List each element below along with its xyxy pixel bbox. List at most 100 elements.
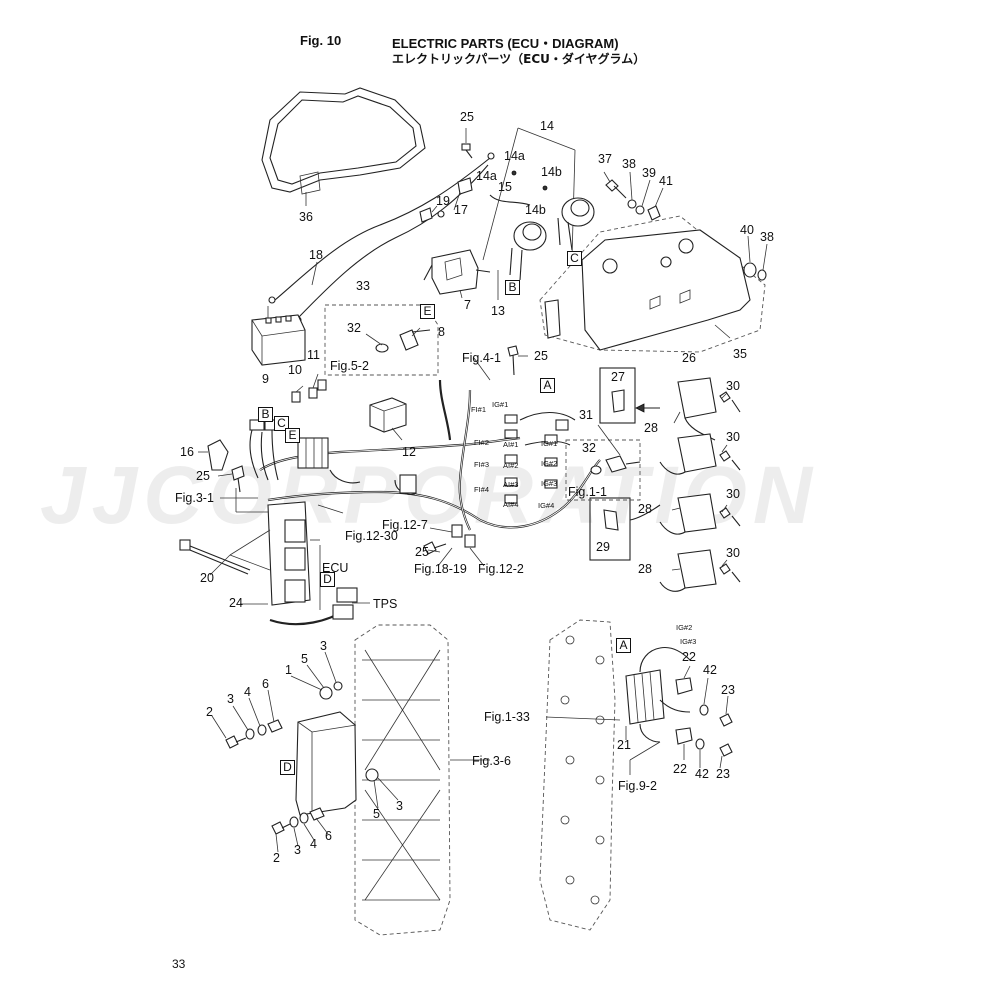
callout-23: 23 [721, 683, 735, 697]
callout-17: 17 [454, 203, 468, 217]
callout-35: 35 [733, 347, 747, 361]
tag-fi4: FI#4 [474, 485, 490, 494]
tag-fi3: FI#3 [474, 460, 490, 469]
box-label-d: D [320, 572, 335, 587]
callout-14: 14 [540, 119, 554, 133]
callout-25: 25 [415, 545, 429, 559]
callout-42: 42 [695, 767, 709, 781]
callout-38: 38 [760, 230, 774, 244]
callout-25: 25 [534, 349, 548, 363]
box-label-b: B [505, 280, 520, 295]
part-7-relay-block [423, 249, 491, 295]
callout-31: 31 [579, 408, 593, 422]
callout-18: 18 [309, 248, 323, 262]
tag-ai4: AI#4 [503, 500, 519, 509]
tag-ai1: AI#1 [503, 440, 519, 449]
battery [251, 314, 306, 366]
callout-42: 42 [703, 663, 717, 677]
callout-28: 28 [638, 502, 652, 516]
callout-26: 26 [682, 351, 696, 365]
box-label-e: E [285, 428, 300, 443]
part-28-ignition-coil-3 [659, 549, 731, 592]
callout-7: 7 [464, 298, 471, 312]
callout-16: 16 [180, 445, 194, 459]
callout-6: 6 [325, 829, 332, 843]
tag-ig2: IG#2 [541, 459, 558, 468]
callout-22: 22 [673, 762, 687, 776]
ref-fig4-1: Fig.4-1 [462, 351, 501, 365]
box-label-e: E [420, 304, 435, 319]
callout-28: 28 [638, 562, 652, 576]
callout-4: 4 [310, 837, 317, 851]
page-title: ELECTRIC PARTS (ECU・DIAGRAM) [392, 36, 619, 51]
callout-22: 22 [682, 650, 696, 664]
callout-14a: 14a [504, 149, 525, 163]
callout-10: 10 [288, 363, 302, 377]
ref-fig12-7: Fig.12-7 [382, 518, 428, 532]
callout-5: 5 [301, 652, 308, 666]
tag-ai2: AI#2 [503, 461, 519, 470]
part-14b-relay-right [561, 197, 595, 227]
part-35-bracket [581, 229, 751, 351]
part-25-bolt-top [461, 143, 473, 159]
callout-23: 23 [716, 767, 730, 781]
tag-fi2: FI#2 [474, 438, 490, 447]
callout-29: 29 [596, 540, 610, 554]
part-36-cover-frame [261, 87, 426, 195]
callout-32: 32 [582, 441, 596, 455]
callout-8: 8 [438, 325, 445, 339]
callout-30: 30 [726, 430, 740, 444]
page-title-japanese: エレクトリックパーツ（ECU・ダイヤグラム） [392, 52, 646, 66]
callout-25: 25 [196, 469, 210, 483]
callout-38: 38 [622, 157, 636, 171]
part-26-ignition-coil [677, 377, 731, 441]
tag-fi1: FI#1 [471, 405, 487, 414]
leader-lines [198, 128, 768, 853]
part-12-relay [369, 397, 407, 433]
part-14b-relay-left [513, 221, 547, 251]
callout-30: 30 [726, 379, 740, 393]
callout-3: 3 [227, 692, 234, 706]
callout-14b: 14b [525, 203, 546, 217]
ref-fig12-2: Fig.12-2 [478, 562, 524, 576]
callout-36: 36 [299, 210, 313, 224]
tag-ig1: IG#1 [492, 400, 509, 409]
ref-fig3-1: Fig.3-1 [175, 491, 214, 505]
page-number: 33 [172, 957, 186, 971]
callout-14b: 14b [541, 165, 562, 179]
callout-6: 6 [262, 677, 269, 691]
callout-3: 3 [320, 639, 327, 653]
callout-30: 30 [726, 487, 740, 501]
ref-fig3-6: Fig.3-6 [472, 754, 511, 768]
callout-39: 39 [642, 166, 656, 180]
callout-30: 30 [726, 546, 740, 560]
box-label-a: A [616, 638, 631, 653]
callout-3: 3 [294, 843, 301, 857]
label-tps: TPS [373, 597, 398, 611]
tag-ig3: IG#3 [680, 637, 697, 646]
box-label-c: C [567, 251, 582, 266]
callout-5: 5 [373, 807, 380, 821]
ref-fig1-1: Fig.1-1 [568, 485, 607, 499]
part-28-ignition-coil-2 [659, 493, 731, 535]
callout-19: 19 [436, 194, 450, 208]
tag-ig2: IG#2 [676, 623, 693, 632]
ref-fig1-33: Fig.1-33 [484, 710, 530, 724]
box-label-b: B [258, 407, 273, 422]
tag-ai3: AI#3 [503, 480, 519, 489]
callout-9: 9 [262, 372, 269, 386]
callout-25: 25 [460, 110, 474, 124]
tag-ig4: IG#4 [538, 501, 555, 510]
callout-33: 33 [356, 279, 370, 293]
figure-number: Fig. 10 [300, 33, 342, 48]
callout-32: 32 [347, 321, 361, 335]
ref-fig9-2: Fig.9-2 [618, 779, 657, 793]
ref-fig12-30: Fig.12-30 [345, 529, 398, 543]
callout-41: 41 [659, 174, 673, 188]
callout-4: 4 [244, 685, 251, 699]
engine-block-right [539, 619, 616, 931]
callout-28: 28 [644, 421, 658, 435]
callout-2: 2 [273, 851, 280, 865]
callout-13: 13 [491, 304, 505, 318]
